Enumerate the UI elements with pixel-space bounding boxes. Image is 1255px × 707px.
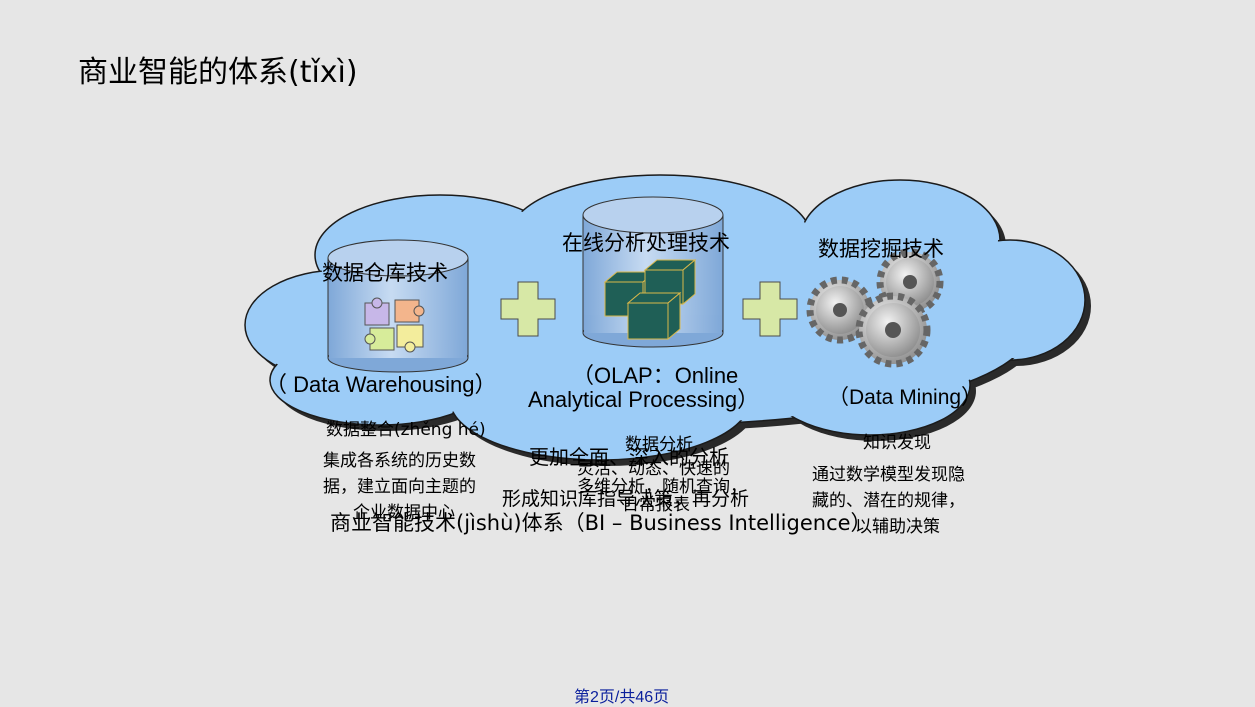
data-warehouse-label: 数据仓库技术 — [322, 261, 448, 285]
page-title: 商业智能的体系(tǐxì) — [78, 55, 358, 90]
summary-line-1: 更加全面、深入的分析 — [529, 445, 729, 469]
puzzle-icon — [364, 297, 425, 353]
olap-english-line1: （OLAP：Online — [572, 363, 739, 388]
plus-sign-1 — [500, 281, 556, 337]
plus-sign-2 — [742, 281, 798, 337]
olap-cube-icon — [603, 258, 697, 341]
page-number: 第2页/共46页 — [574, 689, 670, 706]
olap-english-line2: Analytical Processing） — [528, 387, 760, 412]
data-mining-label: 数据挖掘技术 — [818, 237, 944, 261]
dm-desc: 通过数学模型发现隐 藏的、潜在的规律， 以辅助决策 — [812, 465, 965, 537]
data-warehouse-english: （ Data Warehousing） — [265, 372, 497, 397]
olap-desc-title: 数据分析 — [625, 435, 693, 455]
olap-label: 在线分析处理技术 — [562, 231, 730, 255]
summary-line-2: 形成知识库指导决策，再分析 — [502, 488, 750, 510]
dm-desc-title: 知识发现 — [863, 433, 931, 453]
dw-desc: 集成各系统的历史数 据，建立面向主题的 企业数据中心 — [323, 451, 476, 523]
data-mining-english: （Data Mining） — [828, 386, 983, 409]
summary-line-3: 商业智能技术(jìshù)体系（BI – Business Intelligen… — [330, 511, 872, 535]
dw-desc-title: 数据整合(zhěng hé) — [326, 420, 486, 440]
gears-icon — [806, 248, 944, 368]
olap-desc: 灵活、动态、快速的 多维分析，随机查询， 日常报表 — [577, 459, 747, 515]
